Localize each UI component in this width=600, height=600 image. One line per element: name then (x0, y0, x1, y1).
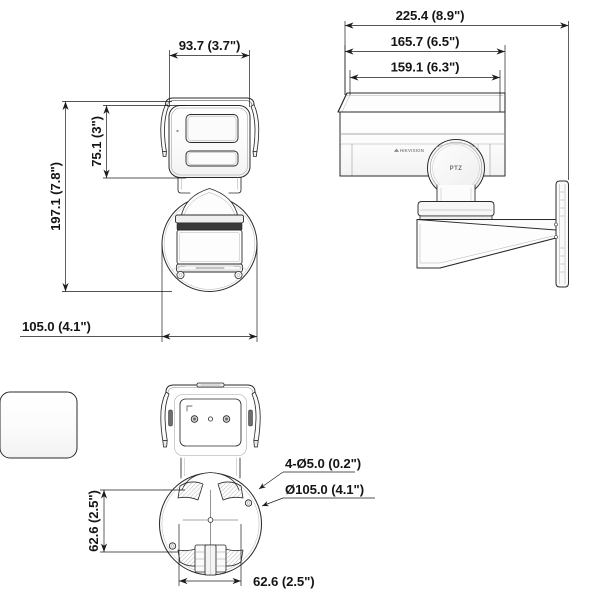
side-view-geometry (337, 92, 569, 288)
side-body-length-dimension-label: 159.1 (6.3") (391, 60, 460, 75)
front-base-width-dimension-label: 105.0 (4.1") (22, 319, 91, 334)
front-width-dimension-label: 93.7 (3.7") (179, 38, 241, 53)
side-total-length-dimension-label: 225.4 (8.9") (396, 8, 465, 23)
bottom-hole-callout-label: 4-Ø5.0 (0.2") (285, 456, 361, 471)
brand-mark-icon (393, 148, 400, 152)
side-view-markings: PTZ HIKVISION (393, 148, 463, 172)
bottom-vertical-span-dimension-label: 62.6 (2.5") (86, 490, 101, 552)
front-total-height-dimension-label: 197.1 (7.8") (48, 162, 63, 231)
front-body-height-dimension-label: 75.1 (3") (89, 116, 104, 167)
brand-label: HIKVISION (400, 148, 424, 153)
bottom-diameter-callout-label: Ø105.0 (4.1") (285, 482, 364, 497)
front-view-geometry (160, 97, 260, 292)
bottom-view-dimensions (100, 471, 375, 586)
side-mid-length-dimension-label: 165.7 (6.5") (391, 34, 460, 49)
bottom-horizontal-span-dimension-label: 62.6 (2.5") (253, 574, 315, 589)
ptz-lens-label: PTZ (450, 166, 463, 172)
side-view-dimensions (344, 21, 569, 180)
bottom-view-geometry (0, 382, 263, 576)
front-view-dimensions (20, 50, 258, 342)
